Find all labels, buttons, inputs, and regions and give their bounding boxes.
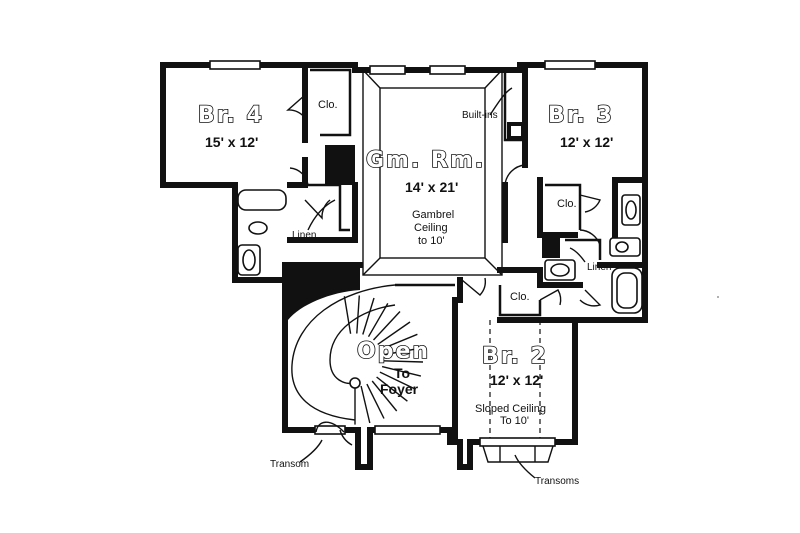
- gm-dims: 14' x 21': [405, 179, 458, 195]
- clo-label-br3: Clo.: [557, 198, 577, 210]
- br2-note-2: To 10': [500, 415, 529, 427]
- spiral-staircase: [288, 268, 424, 425]
- interior-walls: [282, 62, 648, 445]
- transoms-label: Transoms: [535, 476, 579, 487]
- stair-tread: [362, 297, 375, 335]
- open-name: Open: [357, 339, 430, 364]
- stair-tread: [367, 303, 389, 338]
- br4-dims: 15' x 12': [205, 134, 258, 150]
- br2-name: Br. 2: [482, 344, 548, 369]
- builtins-label: Built-ins: [462, 110, 498, 121]
- gm-name: Gm. Rm.: [366, 148, 485, 173]
- stair-tread: [343, 296, 352, 334]
- stair-tread: [379, 371, 416, 390]
- stair-tread: [376, 376, 408, 402]
- scan-speck: [717, 296, 719, 298]
- linen-label-left: Linen: [292, 230, 316, 241]
- room-labels: Br. 4 15' x 12' Gm. Rm. 14' x 21' Gambre…: [197, 102, 614, 427]
- open-line-1: To: [394, 365, 410, 381]
- gm-note-1: Gambrel: [412, 209, 454, 221]
- stair-tread: [360, 385, 371, 424]
- stair-tread: [382, 360, 424, 363]
- transom-label: Transom: [270, 459, 309, 470]
- stair-tread: [356, 295, 360, 334]
- windows: [209, 60, 596, 463]
- clo-label-br4: Clo.: [318, 99, 338, 111]
- stair-tread: [382, 347, 422, 356]
- open-line-2: Foyer: [380, 381, 419, 397]
- br2-note-1: Sloped Ceiling: [475, 403, 546, 415]
- stair-tread: [380, 333, 418, 351]
- stair-tread: [366, 383, 385, 419]
- stair-tread: [377, 321, 411, 345]
- door-swings: [286, 94, 602, 446]
- bath-fixtures: [237, 189, 643, 314]
- leader-lines: [299, 87, 586, 479]
- stair-tread: [381, 365, 422, 377]
- clo-label-br2: Clo.: [510, 291, 530, 303]
- gm-note-2: Ceiling: [414, 222, 448, 234]
- small-labels: Clo. Clo. Clo. Linen Linen Built-ins Tra…: [270, 99, 611, 487]
- linen-label-right: Linen: [587, 262, 611, 273]
- stair-tread: [371, 380, 398, 412]
- br4-name: Br. 4: [198, 103, 264, 128]
- br3-name: Br. 3: [548, 103, 614, 128]
- br3-dims: 12' x 12': [560, 134, 613, 150]
- gm-note-3: to 10': [418, 235, 445, 247]
- stair-tread: [372, 311, 401, 341]
- br2-dims: 12' x 12': [490, 372, 543, 388]
